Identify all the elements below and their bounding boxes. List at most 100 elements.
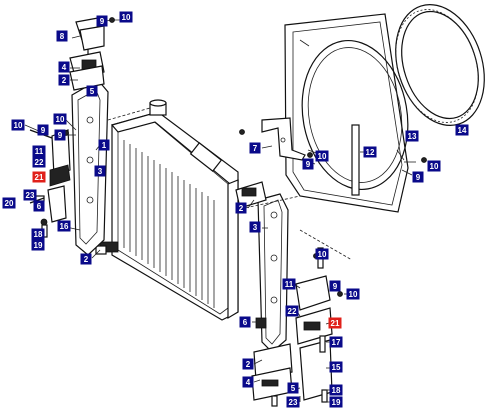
- callout-7: 7: [249, 142, 261, 154]
- callout-number: 5: [90, 87, 95, 96]
- callout-box: [80, 253, 92, 265]
- callout-box: [302, 158, 314, 170]
- callout-box: [287, 382, 299, 394]
- callout-box: [31, 228, 45, 240]
- radiator-core: [95, 99, 239, 321]
- callout-10: 10: [427, 160, 441, 172]
- callout-5: 5: [86, 85, 98, 97]
- callout-number: 6: [243, 318, 248, 327]
- callout-number: 5: [291, 384, 296, 393]
- callout-box: [56, 30, 68, 42]
- callout-box: [249, 221, 261, 233]
- callout-box: [33, 200, 45, 212]
- callout-10: 10: [315, 248, 329, 260]
- callout-number: 15: [332, 363, 341, 372]
- callout-number: 2: [246, 360, 251, 369]
- callout-2: 2: [58, 74, 70, 86]
- callout-number: 2: [62, 76, 67, 85]
- callout-number: 19: [34, 241, 43, 250]
- callout-box: [405, 130, 419, 142]
- callout-number: 23: [26, 191, 35, 200]
- callout-number: 10: [430, 162, 439, 171]
- callout-2: 2: [235, 202, 247, 214]
- callout-10: 10: [119, 11, 133, 23]
- callout-9: 9: [329, 280, 341, 292]
- callout-number: 3: [253, 223, 258, 232]
- callout-box: [328, 317, 342, 329]
- callout-box: [94, 165, 106, 177]
- callout-number: 4: [246, 378, 251, 387]
- callout-number: 10: [318, 250, 327, 259]
- callout-23: 23: [286, 396, 300, 408]
- callout-box: [235, 202, 247, 214]
- callout-20: 20: [2, 197, 16, 209]
- right-top-mount: [235, 181, 267, 209]
- callout-box: [98, 139, 110, 151]
- callout-number: 4: [62, 63, 67, 72]
- callout-box: [329, 336, 343, 348]
- callout-number: 9: [58, 131, 63, 140]
- callout-number: 2: [239, 204, 244, 213]
- callout-number: 1: [102, 141, 107, 150]
- callout-box: [11, 119, 25, 131]
- callout-2: 2: [242, 358, 254, 370]
- callout-number: 6: [37, 202, 42, 211]
- callout-box: [315, 248, 329, 260]
- callout-23: 23: [23, 189, 37, 201]
- callout-box: [2, 197, 16, 209]
- callout-number: 10: [14, 121, 23, 130]
- fan-ring: [395, 4, 485, 126]
- callout-22: 22: [32, 156, 46, 168]
- callout-box: [32, 156, 46, 168]
- callout-14: 14: [455, 124, 469, 136]
- callout-box: [53, 113, 67, 125]
- callout-box: [37, 124, 49, 136]
- callout-box: [242, 376, 254, 388]
- callout-box: [286, 396, 300, 408]
- callout-box: [242, 358, 254, 370]
- callout-number: 23: [289, 398, 298, 407]
- fan-shroud: [284, 13, 409, 213]
- callout-number: 22: [35, 158, 44, 167]
- callout-10: 10: [11, 119, 25, 131]
- callout-number: 12: [366, 148, 375, 157]
- callout-box: [412, 171, 424, 183]
- callout-18: 18: [31, 228, 45, 240]
- callout-box: [455, 124, 469, 136]
- callout-9: 9: [302, 158, 314, 170]
- callout-3: 3: [249, 221, 261, 233]
- callout-number: 16: [60, 222, 69, 231]
- callout-21: 21: [32, 171, 46, 183]
- callout-number: 11: [35, 147, 44, 156]
- callout-box: [427, 160, 441, 172]
- callout-number: 21: [331, 319, 340, 328]
- callout-number: 8: [60, 32, 65, 41]
- callout-17: 17: [329, 336, 343, 348]
- callout-2: 2: [80, 253, 92, 265]
- callout-6: 6: [239, 316, 251, 328]
- callout-box: [58, 61, 70, 73]
- callout-number: 3: [98, 167, 103, 176]
- callout-box: [96, 15, 108, 27]
- callout-box: [329, 396, 343, 408]
- callout-9: 9: [37, 124, 49, 136]
- callout-15: 15: [329, 361, 343, 373]
- callout-19: 19: [329, 396, 343, 408]
- callout-19: 19: [31, 239, 45, 251]
- callout-box: [58, 74, 70, 86]
- callout-box: [54, 129, 66, 141]
- callout-box: [86, 85, 98, 97]
- callout-number: 9: [100, 17, 105, 26]
- callout-11: 11: [282, 278, 296, 290]
- callout-10: 10: [346, 288, 360, 300]
- callout-box: [239, 316, 251, 328]
- callout-number: 10: [349, 290, 358, 299]
- callout-9: 9: [412, 171, 424, 183]
- callout-number: 10: [318, 152, 327, 161]
- callout-number: 14: [458, 126, 467, 135]
- callout-8: 8: [56, 30, 68, 42]
- callout-4: 4: [242, 376, 254, 388]
- callout-box: [346, 288, 360, 300]
- callout-number: 10: [122, 13, 131, 22]
- callout-box: [329, 280, 341, 292]
